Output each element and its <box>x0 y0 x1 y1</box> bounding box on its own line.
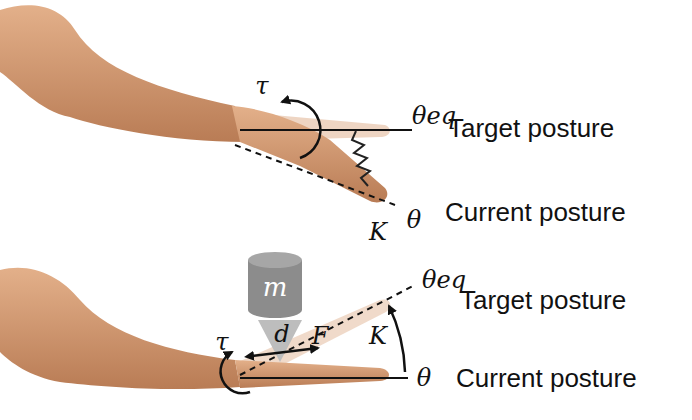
stiffness-label: K <box>369 220 387 244</box>
mass-label: m <box>248 274 302 300</box>
stiffness-label: K <box>369 324 387 348</box>
posture-label: Target posture <box>448 115 614 141</box>
weight-cylinder: m <box>248 252 302 318</box>
torque-label: τ <box>255 74 268 98</box>
angle-label: θ <box>407 208 421 232</box>
posture-label: Current posture <box>456 365 637 391</box>
equilibrium-angle: θeq <box>422 268 466 292</box>
posture-label: Current posture <box>445 199 626 225</box>
angle-label: θ <box>417 366 431 390</box>
torque-label: τ <box>215 330 228 354</box>
force-label: F <box>312 324 329 348</box>
distance-label: d <box>274 322 289 346</box>
posture-label: Target posture <box>460 287 626 313</box>
